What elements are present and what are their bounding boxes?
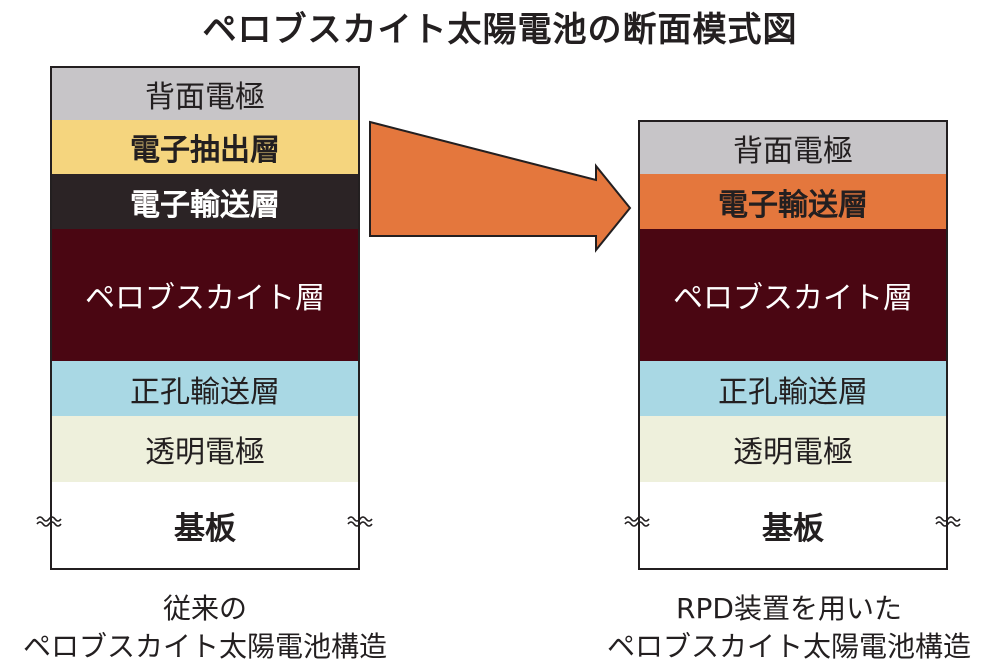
right-caption-line2: ペロブスカイト太陽電池構造 <box>606 630 971 663</box>
right-hole-transport-layer: 正孔輸送層 <box>638 361 948 416</box>
right-electron-transport-layer: 電子輸送層 <box>638 174 948 229</box>
right-perovskite-label: ペロブスカイト層 <box>673 281 913 316</box>
left-transparent-electrode-layer: 透明電極 <box>50 416 360 482</box>
left-electron-extraction-label: 電子抽出層 <box>130 133 280 168</box>
left-caption-line1: 従来の <box>162 592 247 625</box>
right-electron-transport-label: 電子輸送層 <box>718 187 868 223</box>
left-transparent-electrode-label: 透明電極 <box>145 435 265 470</box>
left-hole-transport-layer: 正孔輸送層 <box>50 361 360 416</box>
left-back-electrode-label: 背面電極 <box>145 80 265 115</box>
left-break-wave-icon <box>347 516 373 527</box>
diagram-title: ペロブスカイト太陽電池の断面模式図 <box>202 10 798 50</box>
right-perovskite-layer: ペロブスカイト層 <box>638 229 948 361</box>
left-perovskite-layer: ペロブスカイト層 <box>50 229 360 361</box>
left-electron-extraction-layer: 電子抽出層 <box>50 120 360 174</box>
left-caption: 従来の ペロブスカイト太陽電池構造 <box>0 590 410 666</box>
right-caption: RPD装置を用いた ペロブスカイト太陽電池構造 <box>578 590 1000 666</box>
right-back-electrode-layer: 背面電極 <box>638 120 948 174</box>
right-substrate-layer: 基板 <box>638 482 948 570</box>
right-break-wave-icon <box>624 516 650 527</box>
left-electron-transport-label: 電子輸送層 <box>130 187 280 223</box>
left-layer-stack: 背面電極 電子抽出層 電子輸送層 ペロブスカイト層 正孔輸送層 透明電極 基板 <box>50 66 360 570</box>
right-layer-stack: 背面電極 電子輸送層 ペロブスカイト層 正孔輸送層 透明電極 基板 <box>638 120 948 570</box>
arrow-shape <box>369 120 632 253</box>
right-hole-transport-label: 正孔輸送層 <box>718 374 868 410</box>
left-electron-transport-layer: 電子輸送層 <box>50 174 360 229</box>
right-break-wave-icon <box>935 516 961 527</box>
right-transparent-electrode-label: 透明電極 <box>733 435 853 470</box>
left-break-wave-icon <box>36 516 62 527</box>
transition-arrow-icon <box>369 120 632 253</box>
right-caption-line1: RPD装置を用いた <box>676 592 902 625</box>
left-back-electrode-layer: 背面電極 <box>50 66 360 120</box>
right-substrate-label: 基板 <box>762 510 824 547</box>
left-substrate-label: 基板 <box>174 510 236 547</box>
right-transparent-electrode-layer: 透明電極 <box>638 416 948 482</box>
left-substrate-layer: 基板 <box>50 482 360 570</box>
left-caption-line2: ペロブスカイト太陽電池構造 <box>22 630 387 663</box>
left-hole-transport-label: 正孔輸送層 <box>130 374 280 410</box>
right-back-electrode-label: 背面電極 <box>733 134 853 169</box>
left-perovskite-label: ペロブスカイト層 <box>85 281 325 316</box>
